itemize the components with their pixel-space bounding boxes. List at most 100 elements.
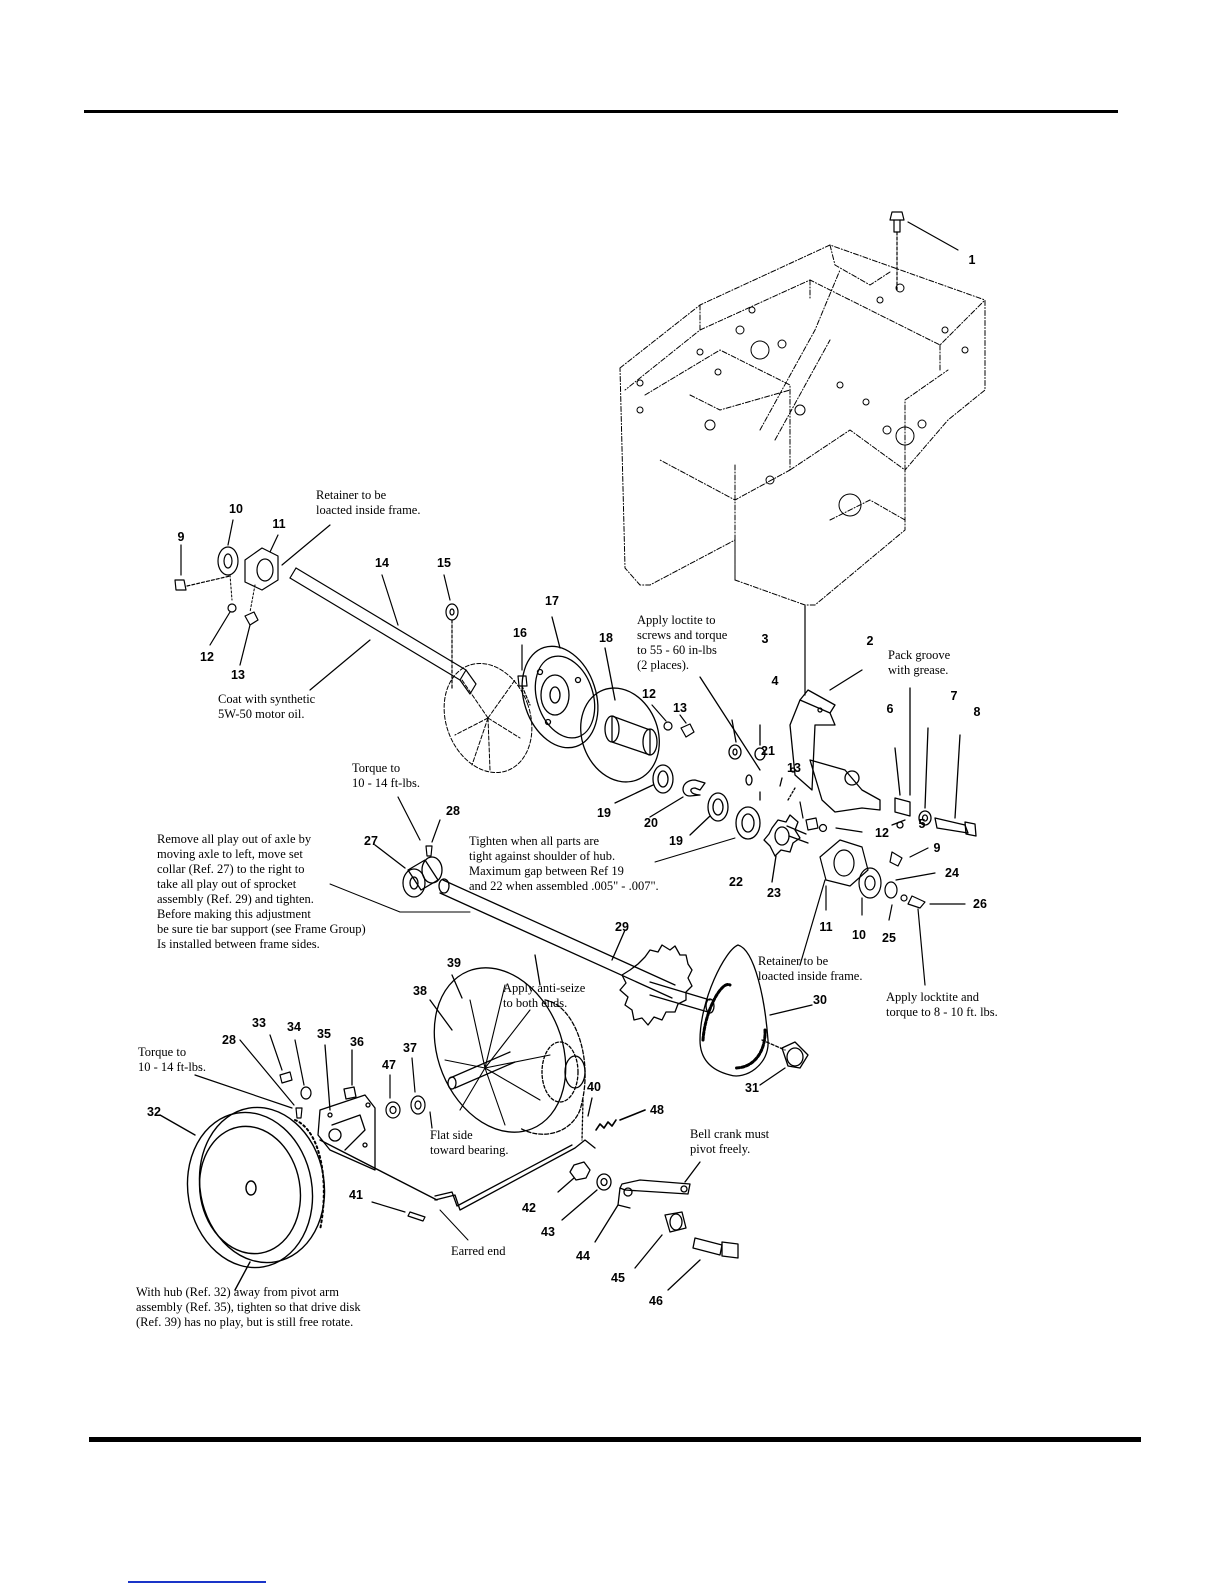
part-number: 31 [745,1081,759,1095]
part-number: 10 [229,502,243,516]
bottom-rule [89,1437,1141,1442]
part-number: 12 [200,650,214,664]
callout-tighten-hub: Tighten when all parts are tight against… [469,834,659,893]
footer-link-underline[interactable] [128,1581,266,1583]
part-29-sprocket-shaft [438,878,715,1026]
part-1-vent-plug [889,211,959,291]
part-number: 34 [287,1020,301,1034]
part-number: 10 [852,928,866,942]
part-17-hub-flange [521,616,599,749]
part-number: 28 [222,1033,236,1047]
part-number: 30 [813,993,827,1007]
part-number: 21 [761,744,775,758]
callout-torque-lower: Torque to 10 - 14 ft-lbs. [138,1045,207,1074]
part-number: 32 [147,1105,161,1119]
top-rule [84,110,1118,113]
part-number: 19 [597,806,611,820]
part-number: 43 [541,1225,555,1239]
leader-earred-end [439,1209,469,1241]
part-30-chain [699,944,813,1077]
part-number: 27 [364,834,378,848]
part-number: 3 [761,632,769,646]
part-18-disc [580,647,660,783]
part-number: 37 [403,1041,417,1055]
part-number: 39 [447,956,461,970]
part-number: 11 [819,920,833,934]
part-number: 33 [252,1016,266,1030]
part-number: 9 [177,530,185,544]
part-number: 1 [968,253,976,267]
part-number: 25 [882,931,896,945]
part-number: 7 [950,689,958,703]
part-31-plug [759,1039,809,1086]
part-number: 46 [649,1294,663,1308]
callout-loctite-screws: Apply loctite to screws and torque to 55… [637,613,728,672]
part-number: 23 [767,886,781,900]
part-15-washer [443,574,459,691]
callout-pack-groove: Pack groove with grease. [888,648,951,677]
frame-holes [636,283,969,517]
part-number: 44 [576,1249,590,1263]
left-bearing-group [174,519,331,666]
part-32-wheel-hub [159,1106,438,1291]
callout-retainer-bottom: Retainer to be loacted inside frame. [758,954,863,983]
part-number: 6 [886,702,894,716]
part-39-drive-disk [429,967,586,1135]
callout-hub-note: With hub (Ref. 32) away from pivot arm a… [136,1285,361,1329]
part-number: 19 [669,834,683,848]
part-number: 42 [522,1201,536,1215]
part-40-rod [434,1097,596,1211]
part-number: 17 [545,594,559,608]
parts-33-34-hardware [269,1034,312,1100]
part-number: 9 [933,841,941,855]
part-number: 12 [875,826,889,840]
part-41-pin [371,1201,426,1222]
callout-remove-play: Remove all play out of axle by moving ax… [157,832,366,951]
part-number: 45 [611,1271,625,1285]
hub-stack-parts [614,764,796,840]
callout-anti-seize: Apply anti-seize to both ends. [503,981,586,1010]
part-number: 38 [413,984,427,998]
part-48-spring [595,1109,646,1131]
part-number: 13 [673,701,687,715]
part-number: 40 [587,1080,601,1094]
parts-47-37-washers [385,1057,433,1129]
part-number: 11 [272,517,286,531]
callout-locktite-26: Apply locktite and torque to 8 - 10 ft. … [886,990,998,1019]
callout-flat-side: Flat side toward bearing. [430,1128,509,1157]
part-number: 5 [918,817,926,831]
part-27-set-collar [374,844,443,898]
part-number: 14 [375,556,389,570]
part-number: 28 [446,804,460,818]
part-number: 48 [650,1103,664,1117]
part-number: 16 [513,626,527,640]
part-number: 4 [771,674,779,688]
part-number: 12 [642,687,656,701]
bracket-assembly [699,669,977,837]
part-number: 22 [729,875,743,889]
callout-bell-crank: Bell crank must pivot freely. [690,1127,770,1156]
drive-plate-left [443,662,533,774]
leader-remove-play [329,883,401,913]
part-number: 24 [945,866,959,880]
part-number: 18 [599,631,613,645]
part-number: 20 [644,816,658,830]
part-number: 2 [866,634,874,648]
part-23-sprocket [763,814,809,883]
part-number: 26 [973,897,987,911]
part-number: 15 [437,556,451,570]
part-number: 35 [317,1027,331,1041]
part-number: 13 [231,668,245,682]
part-28-set-screw-lower [194,1039,303,1119]
part-number: 29 [615,920,629,934]
part-number: 41 [349,1188,363,1202]
callout-coat-oil: Coat with synthetic 5W-50 motor oil. [218,692,316,721]
part-28-set-screw-upper [397,796,441,857]
right-bearing-group [799,605,966,986]
parts-12-13-middle [651,704,695,738]
part-number: 8 [973,705,981,719]
part-35-pivot-arm [317,1044,376,1171]
part-14-axle [289,567,477,695]
frame-housing [619,244,986,606]
